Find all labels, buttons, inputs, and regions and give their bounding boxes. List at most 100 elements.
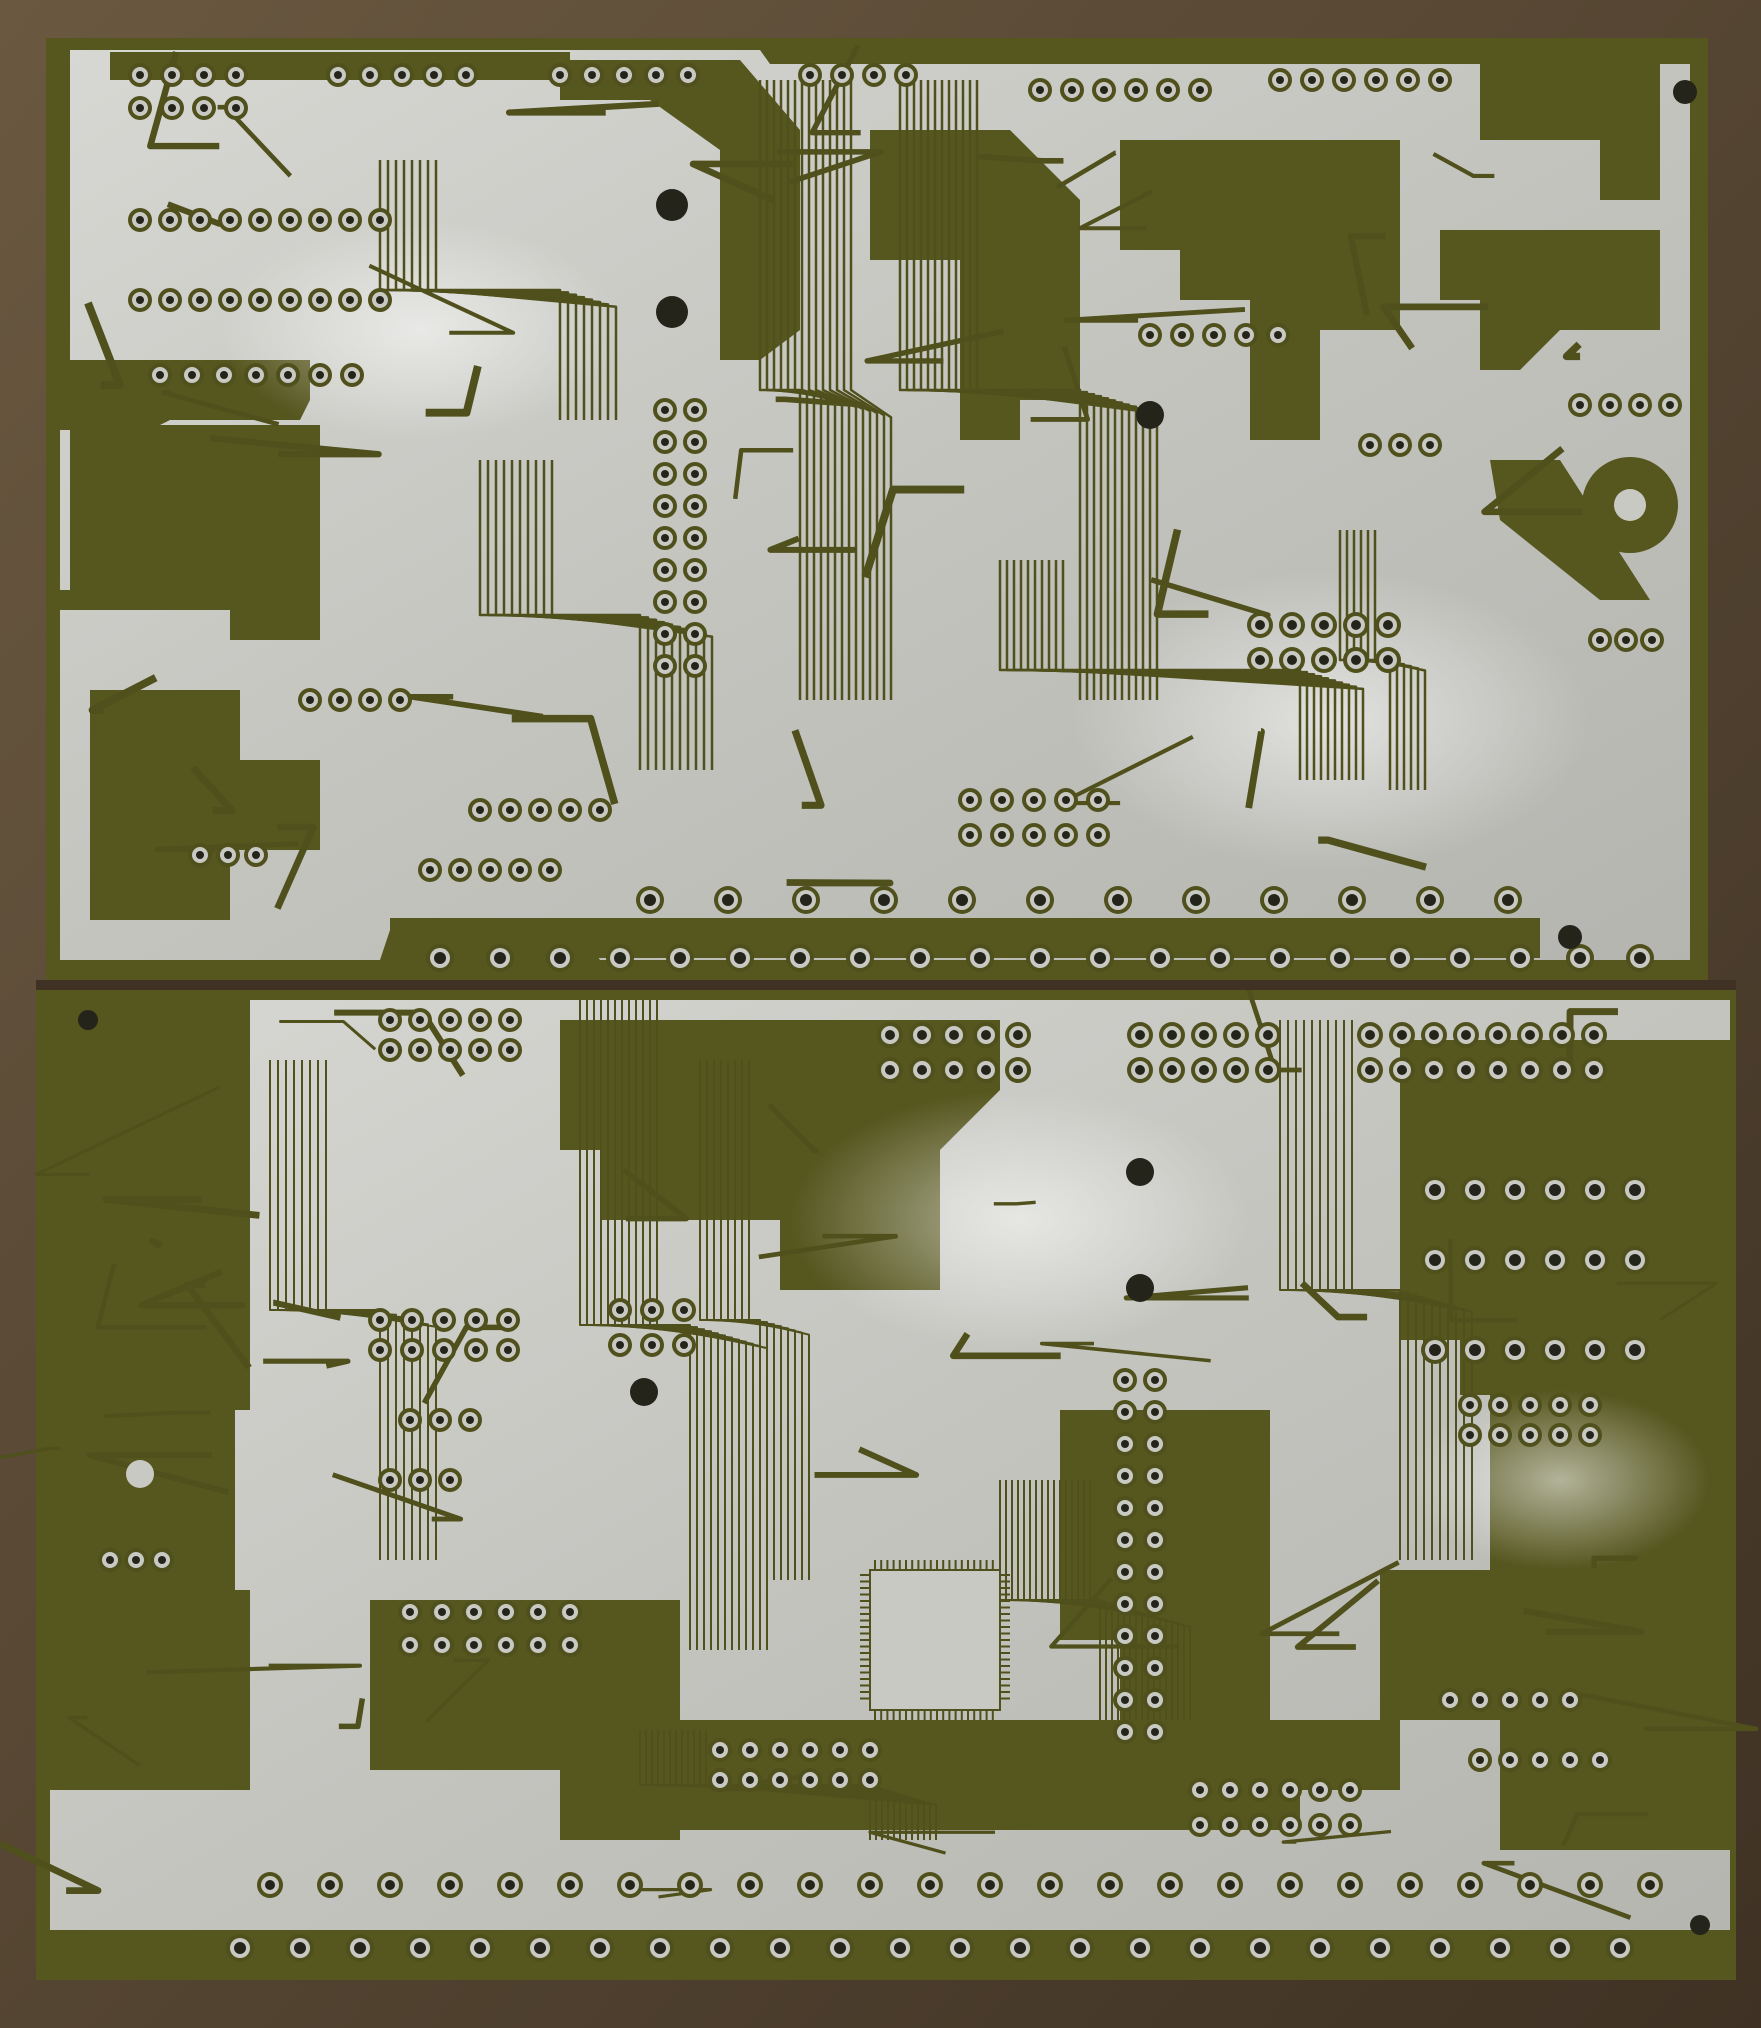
drill-hole <box>1589 1184 1601 1196</box>
drill-hole <box>348 371 356 379</box>
drill-hole <box>446 1046 454 1054</box>
drill-hole <box>1509 1344 1521 1356</box>
drill-hole <box>691 406 699 414</box>
copper-trace <box>1347 233 1386 316</box>
drill-hole <box>445 1880 455 1890</box>
copper-trace <box>849 80 893 700</box>
upper-pcb <box>46 38 1708 980</box>
drill-hole <box>200 104 208 112</box>
drill-hole <box>1094 831 1102 839</box>
drill-hole <box>1036 86 1044 94</box>
drill-hole <box>1074 1942 1086 1954</box>
copper-trace <box>434 160 618 420</box>
drill-hole <box>1346 1821 1354 1829</box>
drill-hole <box>1151 1440 1159 1448</box>
drill-hole <box>838 71 846 79</box>
copper-trace <box>1432 152 1495 179</box>
lower-pcb-laminate-island <box>370 1600 680 1840</box>
drill-hole <box>1396 441 1404 449</box>
drill-hole <box>878 894 890 906</box>
drill-hole <box>1274 952 1286 964</box>
drill-hole <box>546 866 554 874</box>
drill-hole <box>805 1880 815 1890</box>
drill-hole <box>949 1030 959 1040</box>
drill-hole <box>136 71 144 79</box>
drill-hole <box>136 216 144 224</box>
drill-hole <box>1256 1821 1264 1829</box>
drill-hole <box>966 796 974 804</box>
copper-trace <box>550 460 714 770</box>
drill-hole <box>470 1608 478 1616</box>
drill-hole <box>1429 1065 1439 1075</box>
mounting-hole <box>656 296 688 328</box>
drill-hole <box>505 1880 515 1890</box>
drill-hole <box>1287 655 1297 665</box>
drill-hole <box>981 1065 991 1075</box>
drill-hole <box>256 216 264 224</box>
drill-hole <box>1525 1030 1535 1040</box>
drill-hole <box>1112 894 1124 906</box>
drill-hole <box>1225 1880 1235 1890</box>
drill-hole <box>1094 796 1102 804</box>
drill-hole <box>1557 1030 1567 1040</box>
drill-hole <box>1372 76 1380 84</box>
drill-hole <box>472 1316 480 1324</box>
drill-hole <box>834 1942 846 1954</box>
drill-hole <box>494 952 506 964</box>
copper-trace <box>814 1446 920 1478</box>
drill-hole <box>1454 952 1466 964</box>
drill-hole <box>1557 1065 1567 1075</box>
drill-hole <box>1526 1431 1534 1439</box>
drill-hole <box>866 1746 874 1754</box>
drill-hole <box>396 696 404 704</box>
drill-hole <box>1645 1880 1655 1890</box>
drill-hole <box>1525 1065 1535 1075</box>
mounting-hole <box>1126 1274 1154 1302</box>
drill-hole <box>885 1030 895 1040</box>
drill-hole <box>504 1346 512 1354</box>
drill-hole <box>691 534 699 542</box>
drill-hole <box>196 216 204 224</box>
drill-hole <box>1135 1030 1145 1040</box>
drill-hole <box>691 566 699 574</box>
drill-hole <box>1256 1786 1264 1794</box>
drill-hole <box>865 1880 875 1890</box>
drill-hole <box>426 866 434 874</box>
drill-hole <box>306 696 314 704</box>
drill-hole <box>1121 1728 1129 1736</box>
upper-pcb-laminate-island <box>560 60 800 360</box>
drill-hole <box>220 371 228 379</box>
copper-trace <box>868 1830 995 1855</box>
drill-hole <box>474 1942 486 1954</box>
drill-hole <box>1496 1431 1504 1439</box>
drill-hole <box>1255 620 1265 630</box>
drill-hole <box>1196 86 1204 94</box>
drill-hole <box>1100 86 1108 94</box>
copper-trace <box>0 1840 102 1894</box>
drill-hole <box>325 1880 335 1890</box>
drill-hole <box>661 470 669 478</box>
drill-hole <box>1254 1942 1266 1954</box>
copper-trace <box>425 365 482 417</box>
drill-hole <box>436 1416 444 1424</box>
copper-trace <box>1077 189 1154 231</box>
drill-hole <box>691 598 699 606</box>
drill-hole <box>1525 1880 1535 1890</box>
drill-hole <box>476 1016 484 1024</box>
copper-trace <box>977 153 1064 164</box>
drill-hole <box>556 71 564 79</box>
drill-hole <box>1319 620 1329 630</box>
drill-hole <box>1585 1880 1595 1890</box>
drill-hole <box>1429 1030 1439 1040</box>
drill-hole <box>974 952 986 964</box>
drill-hole <box>1210 331 1218 339</box>
drill-hole <box>1374 1942 1386 1954</box>
drill-hole <box>1199 1030 1209 1040</box>
drill-hole <box>366 696 374 704</box>
lower-pcb-glare <box>790 1090 1250 1350</box>
drill-hole <box>232 71 240 79</box>
drill-hole <box>398 71 406 79</box>
upper-pcb-laminate-island <box>1440 230 1660 370</box>
drill-hole <box>1648 636 1656 644</box>
upper-pcb-laminate-island <box>1480 60 1660 200</box>
